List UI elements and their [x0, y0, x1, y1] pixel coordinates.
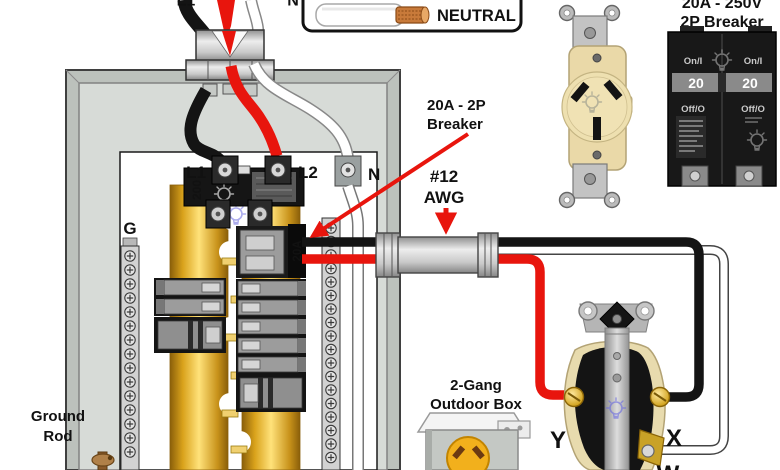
bus-screw: [325, 303, 337, 315]
bus-screw: [124, 278, 136, 290]
bus-screw: [124, 348, 136, 360]
wire-black: [302, 237, 704, 402]
terminal-label-x: X: [666, 425, 682, 452]
bus-screw: [124, 306, 136, 318]
ground-bus: G: [120, 219, 140, 470]
breaker-caption-line1: 20A - 250V: [682, 0, 763, 12]
branch-breakers: [153, 277, 307, 412]
breaker-amp-right: 20: [742, 75, 758, 91]
right-2pole-breaker: [236, 374, 306, 412]
outdoor-box-label-line2: Outdoor Box: [430, 396, 522, 413]
callout-12-awg: #12 AWG: [424, 167, 465, 235]
outdoor-box: 2-Gang Outdoor Box: [416, 377, 531, 470]
bus-screw: [124, 320, 136, 332]
slot-bottom: [593, 117, 601, 140]
breaker-off-left: Off/O: [681, 104, 705, 115]
bus-screw: [124, 264, 136, 276]
bus-screw: [124, 418, 136, 430]
ground-rod-label-line1: Ground: [31, 408, 85, 425]
bus-screw: [325, 316, 337, 329]
bus-screw: [325, 370, 337, 383]
wire-red: [302, 254, 568, 400]
ground-rod-label-line2: Rod: [43, 428, 72, 445]
branch-breaker-rating: 20A: [292, 240, 304, 261]
top-label-left: L1: [177, 0, 196, 10]
bus-screw: [325, 424, 337, 437]
bus-screw: [325, 343, 337, 356]
main-breaker-rating: 200: [190, 180, 204, 200]
feed-wire-red: [217, 0, 235, 40]
terminal-label-y: Y: [550, 427, 566, 454]
callout-20a-2p-breaker: 20A - 2P Breaker: [309, 97, 486, 238]
awg-callout-line2: AWG: [424, 188, 465, 207]
bus-screw: [325, 397, 337, 410]
bus-screw: [124, 432, 136, 444]
outdoor-box-label-line1: 2-Gang: [450, 377, 502, 394]
branch-circuit-wires: [302, 237, 729, 455]
neutral-legend: NEUTRAL: [301, 0, 523, 33]
ground-rod: Ground Rod: [31, 408, 115, 470]
panel-label-n: N: [368, 165, 380, 184]
conduit-sleeve: [375, 232, 499, 278]
panel-label-l2: L2: [298, 163, 318, 182]
panel-feed-wires: [184, 61, 354, 165]
branch-breaker-20a: 20A: [236, 224, 306, 278]
bus-screw: [124, 292, 136, 304]
bus-screw: [325, 276, 337, 288]
bus-screw: [325, 384, 337, 396]
callout-arrow: [309, 132, 470, 238]
wire-white: [379, 246, 728, 454]
breaker-on-left: On/I: [684, 56, 702, 67]
bus-screw: [124, 334, 136, 346]
bus-screw: [124, 250, 136, 262]
left-2pole-breaker: [154, 317, 226, 353]
bus-screw: [124, 362, 136, 374]
breaker-callout-line1: 20A - 2P: [427, 97, 486, 114]
top-label-right: N: [287, 0, 299, 10]
awg-callout-line1: #12: [430, 167, 458, 186]
panel-label-l1: L1: [186, 163, 206, 182]
box-receptacle-face: [446, 436, 490, 470]
bus-screw: [124, 376, 136, 388]
neutral-bus: [321, 217, 341, 470]
bus-screw: [124, 390, 136, 402]
slot-right: [603, 79, 623, 101]
breaker-on-right: On/I: [744, 56, 762, 67]
receptacle-back-view: [563, 301, 671, 470]
neutral-legend-label: NEUTRAL: [437, 7, 516, 25]
ground-bus-screws: [124, 250, 136, 458]
bus-screw: [325, 451, 337, 464]
bus-screw: [325, 411, 337, 423]
bus-screw: [325, 438, 337, 450]
bus-screw: [325, 289, 337, 302]
breaker-callout-line2: Breaker: [427, 116, 483, 133]
panel-label-g: G: [123, 219, 136, 238]
panel-terminals: L1 L2 N: [186, 155, 380, 187]
receptacle-front-photo: [558, 4, 633, 209]
bus-screw: [325, 262, 337, 275]
neutral-wire-jacket: [315, 3, 405, 27]
slot-left: [570, 81, 590, 103]
breaker-off-right: Off/O: [741, 104, 765, 115]
breaker-amp-left: 20: [688, 75, 704, 91]
bus-screw: [325, 357, 337, 369]
bus-screw: [124, 404, 136, 416]
terminal-label-w: W: [657, 461, 680, 470]
breaker-photo: 20A - 250V 2P Breaker On/I On/I 20 20 Of…: [667, 0, 777, 187]
bus-screw: [325, 330, 337, 342]
bus-screw: [124, 446, 136, 458]
